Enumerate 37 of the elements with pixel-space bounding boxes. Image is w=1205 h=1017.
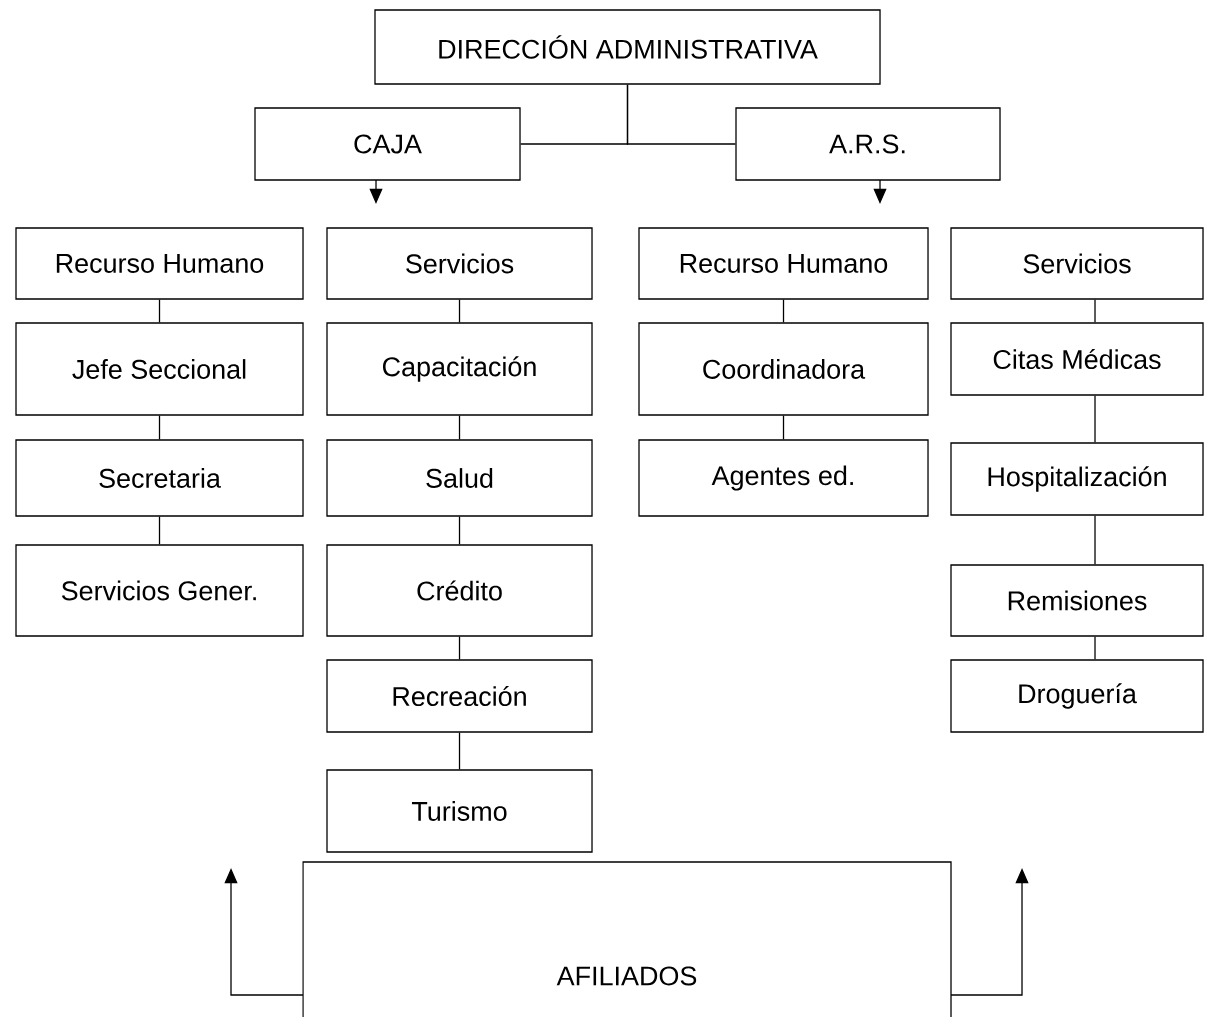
box: Coordinadora <box>638 322 929 416</box>
box: Capacitación <box>326 322 593 416</box>
box: Citas Médicas <box>950 322 1204 396</box>
connector-line <box>1094 636 1096 660</box>
connector-line <box>458 636 461 660</box>
connector-line <box>458 732 461 770</box>
box: Recurso Humano <box>638 227 929 300</box>
box: Remisiones <box>950 564 1204 637</box>
box: CAJA <box>254 107 521 181</box>
connector-line <box>458 516 461 545</box>
connector-line <box>158 516 161 545</box>
box: DIRECCIÓN ADMINISTRATIVA <box>374 9 881 85</box>
box: Recurso Humano <box>15 227 304 300</box>
connector-line <box>458 299 461 323</box>
connector-line <box>1094 515 1096 565</box>
connector-line <box>782 415 785 440</box>
box: Servicios Gener. <box>15 544 304 637</box>
box: Secretaria <box>15 439 304 517</box>
connector-line <box>458 415 461 440</box>
connector-line <box>1094 395 1096 443</box>
box: Droguería <box>950 659 1204 733</box>
connector-line <box>1094 299 1096 323</box>
box: A.R.S. <box>735 107 1001 181</box>
box: Salud <box>326 439 593 517</box>
connector-line <box>626 84 736 145</box>
box: Turismo <box>326 769 593 853</box>
box: Hospitalización <box>950 442 1204 516</box>
box: Servicios <box>950 227 1204 300</box>
box: Servicios <box>326 227 593 300</box>
box: Recreación <box>326 659 593 733</box>
connector-line <box>158 299 161 323</box>
box: Agentes ed. <box>638 439 929 517</box>
connector-line <box>158 415 161 440</box>
box: AFILIADOS <box>302 861 952 1017</box>
box: Jefe Seccional <box>15 322 304 416</box>
connector-line <box>782 299 785 323</box>
box: Crédito <box>326 544 593 637</box>
